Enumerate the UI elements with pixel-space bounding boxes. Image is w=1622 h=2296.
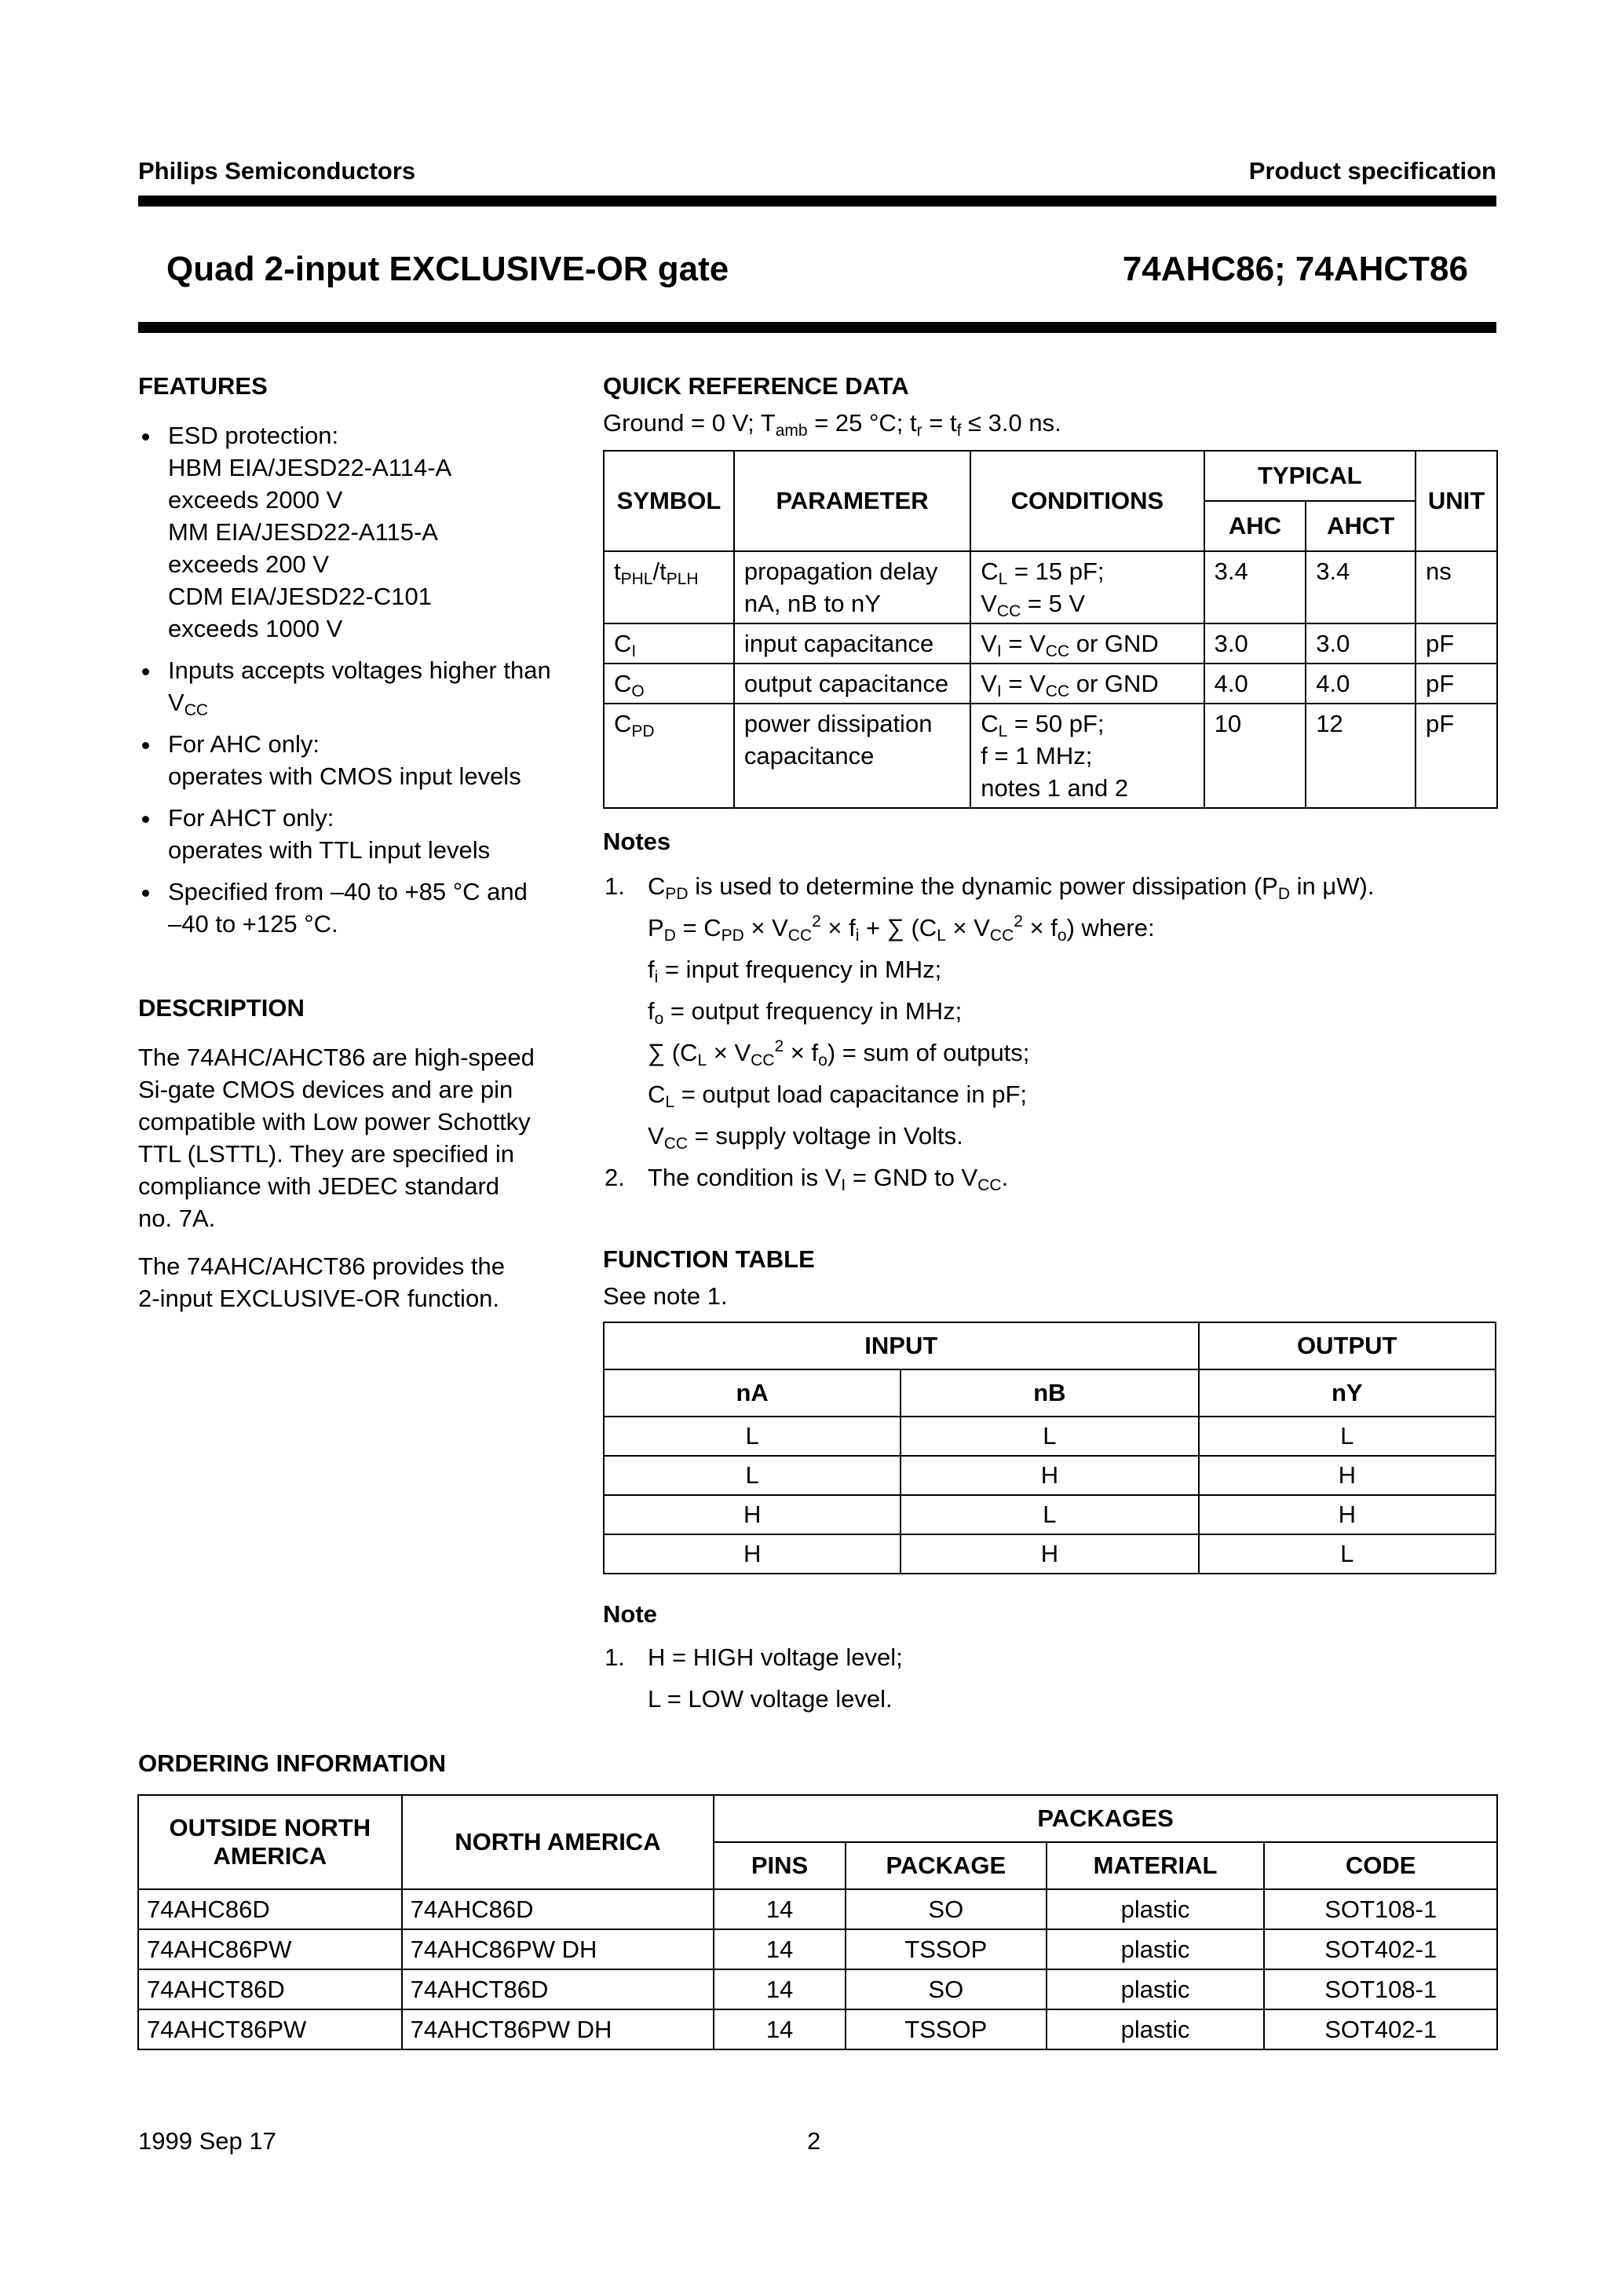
ahct-cell: 3.0: [1305, 623, 1417, 664]
input-header: INPUT: [603, 1322, 1200, 1370]
feature-temperature: Specified from –40 to +85 °C and –40 to …: [162, 876, 578, 940]
power-equation: PD = CPD × VCC2 × fi + ∑ (CL × VCC2 × fo…: [648, 912, 1155, 945]
quick-reference-heading: QUICK REFERENCE DATA: [603, 372, 909, 400]
col-header-packages: PACKAGES: [713, 1794, 1498, 1843]
col-header-outside-north-america: OUTSIDE NORTH AMERICA: [137, 1794, 403, 1890]
col-header-pins: PINS: [713, 1841, 846, 1890]
header-rule-top: [138, 196, 1496, 207]
description-paragraph-1: The 74AHC/AHCT86 are high-speed Si-gate …: [138, 1044, 535, 1232]
notes-heading: Notes: [603, 828, 671, 855]
feature-esd: ESD protection: HBM EIA/JESD22-A114-A ex…: [162, 419, 578, 645]
ahc-cell: 4.0: [1203, 663, 1307, 704]
function-note-line-1: H = HIGH voltage level;: [648, 1643, 903, 1671]
part-numbers: 74AHC86; 74AHCT86: [1122, 250, 1468, 288]
col-header-material: MATERIAL: [1045, 1841, 1266, 1890]
quick-reference-conditions: Ground = 0 V; Tamb = 25 °C; tr = tf ≤ 3.…: [603, 409, 1061, 440]
symbol-cell: CPD: [603, 703, 735, 809]
feature-ahct: For AHCT only: operates with TTL input l…: [162, 802, 578, 866]
unit-cell: pF: [1415, 663, 1498, 704]
function-note-number: 1.: [605, 1643, 625, 1671]
col-header-code: CODE: [1263, 1841, 1498, 1890]
col-header-ny: nY: [1197, 1369, 1497, 1417]
ahct-cell: 3.4: [1305, 550, 1417, 624]
description-heading: DESCRIPTION: [138, 994, 305, 1022]
ordering-table: OUTSIDE NORTH AMERICA NORTH AMERICA PACK…: [137, 1794, 1498, 2050]
conditions-cell: CL = 50 pF;f = 1 MHz;notes 1 and 2: [970, 703, 1205, 809]
function-note-line-2: L = LOW voltage level.: [648, 1685, 893, 1713]
col-header-north-america: NORTH AMERICA: [400, 1794, 715, 1890]
document-title: Quad 2-input EXCLUSIVE-OR gate: [166, 250, 729, 288]
load-capacitance-definition: CL = output load capacitance in pF;: [648, 1080, 1028, 1111]
supply-voltage-definition: VCC = supply voltage in Volts.: [648, 1122, 963, 1153]
table-row: CO output capacitance VI = VCC or GND 4.…: [603, 663, 1498, 704]
symbol-cell: tPHL/tPLH: [603, 550, 735, 624]
col-header-na: nA: [602, 1369, 902, 1417]
table-row: CI input capacitance VI = VCC or GND 3.0…: [603, 623, 1498, 664]
features-heading: FEATURES: [138, 372, 268, 400]
quick-reference-table: SYMBOL PARAMETER CONDITIONS TYPICAL UNIT…: [603, 450, 1498, 809]
function-table-heading: FUNCTION TABLE: [603, 1245, 815, 1273]
parameter-cell: input capacitance: [732, 623, 972, 664]
symbol-cell: CI: [603, 623, 735, 664]
description-paragraph-2: The 74AHC/AHCT86 provides the 2-input EX…: [138, 1252, 505, 1312]
parameter-cell: output capacitance: [732, 663, 972, 704]
unit-cell: pF: [1415, 623, 1498, 664]
col-header-package: PACKAGE: [844, 1841, 1047, 1890]
unit-cell: pF: [1415, 703, 1498, 809]
col-header-ahct: AHCT: [1305, 500, 1417, 552]
ordering-heading: ORDERING INFORMATION: [138, 1749, 447, 1777]
output-header: OUTPUT: [1197, 1322, 1497, 1370]
col-header-ahc: AHC: [1203, 500, 1307, 552]
unit-cell: ns: [1415, 550, 1498, 624]
note-2-text: The condition is VI = GND to VCC.: [648, 1164, 1009, 1194]
company-name: Philips Semiconductors: [138, 157, 416, 185]
note-2-number: 2.: [605, 1164, 625, 1191]
col-header-conditions: CONDITIONS: [970, 450, 1205, 552]
col-header-nb: nB: [900, 1369, 1200, 1417]
ahct-cell: 4.0: [1305, 663, 1417, 704]
conditions-cell: VI = VCC or GND: [970, 663, 1205, 704]
note-1-text: CPD is used to determine the dynamic pow…: [648, 872, 1375, 903]
function-table-subtext: See note 1.: [603, 1282, 728, 1310]
footer-date: 1999 Sep 17: [138, 2127, 276, 2155]
features-list: ESD protection: HBM EIA/JESD22-A114-A ex…: [138, 419, 578, 949]
header-rule-bottom: [138, 322, 1496, 333]
ahc-cell: 10: [1203, 703, 1307, 809]
output-frequency-definition: fo = output frequency in MHz;: [648, 997, 963, 1028]
col-header-symbol: SYMBOL: [603, 450, 735, 552]
document-type: Product specification: [1248, 157, 1496, 185]
ahct-cell: 12: [1305, 703, 1417, 809]
conditions-cell: CL = 15 pF;VCC = 5 V: [970, 550, 1205, 624]
sum-of-outputs-definition: ∑ (CL × VCC2 × fo) = sum of outputs;: [648, 1037, 1030, 1069]
note-1-number: 1.: [605, 872, 625, 900]
feature-ahc: For AHC only: operates with CMOS input l…: [162, 728, 578, 792]
col-header-typical: TYPICAL: [1203, 450, 1417, 502]
input-frequency-definition: fi = input frequency in MHz;: [648, 956, 942, 986]
ahc-cell: 3.4: [1203, 550, 1307, 624]
conditions-cell: VI = VCC or GND: [970, 623, 1205, 664]
symbol-cell: CO: [603, 663, 735, 704]
col-header-parameter: PARAMETER: [732, 450, 972, 552]
feature-inputs: Inputs accepts voltages higher than VCC: [162, 654, 578, 718]
col-header-unit: UNIT: [1415, 450, 1498, 552]
ahc-cell: 3.0: [1203, 623, 1307, 664]
function-note-heading: Note: [603, 1600, 657, 1628]
page-number: 2: [807, 2127, 821, 2155]
